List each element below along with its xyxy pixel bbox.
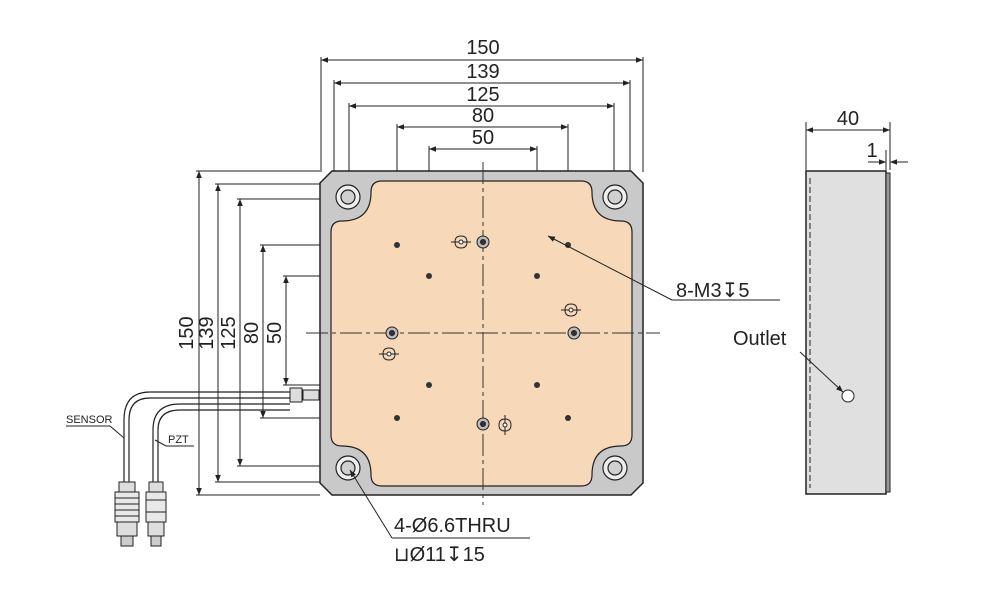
dim-label-top-125: 125 (466, 84, 499, 106)
center-lines (306, 162, 660, 505)
dim-label-left-80: 80 (241, 322, 263, 344)
side-top-layer (885, 172, 891, 493)
m3-hole (394, 415, 400, 421)
corner-hole-top-left (335, 184, 361, 210)
mounting-screws (385, 235, 581, 431)
dim-label-top-150: 150 (466, 37, 499, 59)
dim-label-left-150: 150 (176, 316, 198, 349)
tapped-holes-label: 8-M3↧5 (676, 280, 749, 302)
dim-label-top-80: 80 (472, 105, 494, 127)
side-depth-label: 40 (837, 108, 859, 130)
m3-hole (534, 273, 540, 279)
leader-tapped-holes (547, 235, 780, 301)
dim-label-top-139: 139 (466, 61, 499, 83)
side-offset-label: 1 (866, 140, 877, 162)
plate-front-view (306, 162, 660, 505)
pzt-cable-label: PZT (168, 434, 189, 446)
m3-hole (394, 242, 400, 248)
m3-holes (394, 242, 571, 421)
dim-label-left-50: 50 (264, 322, 286, 344)
sensor-connector (114, 481, 140, 547)
m3-hole (426, 382, 432, 388)
corner-hole-top-right (602, 184, 628, 210)
leader-thru-holes (349, 469, 530, 539)
corner-hole-bottom-right (602, 455, 628, 481)
dim-label-top-50: 50 (472, 127, 494, 149)
pzt-connector (145, 481, 167, 547)
outlet-label: Outlet (733, 328, 787, 350)
m3-hole (534, 382, 540, 388)
top-dimension-group (320, 57, 644, 276)
m3-hole (426, 273, 432, 279)
counterbore-label: ⊔Ø11↧15 (394, 544, 485, 566)
side-body (805, 170, 887, 495)
outlet-port (841, 389, 855, 403)
dim-label-left-125: 125 (218, 316, 240, 349)
side-dimensions (805, 122, 908, 170)
cable-label-leaders (66, 425, 194, 447)
side-view (805, 170, 891, 495)
m3-hole (565, 242, 571, 248)
m3-hole (565, 415, 571, 421)
dim-label-left-139: 139 (196, 316, 218, 349)
leader-outlet (799, 351, 844, 393)
cable-assembly (123, 387, 320, 482)
sensor-cable-label: SENSOR (66, 414, 113, 426)
thru-holes-label: 4-Ø6.6THRU (394, 515, 511, 537)
corner-hole-bottom-left (335, 455, 361, 481)
keyhole-features (379, 235, 581, 435)
